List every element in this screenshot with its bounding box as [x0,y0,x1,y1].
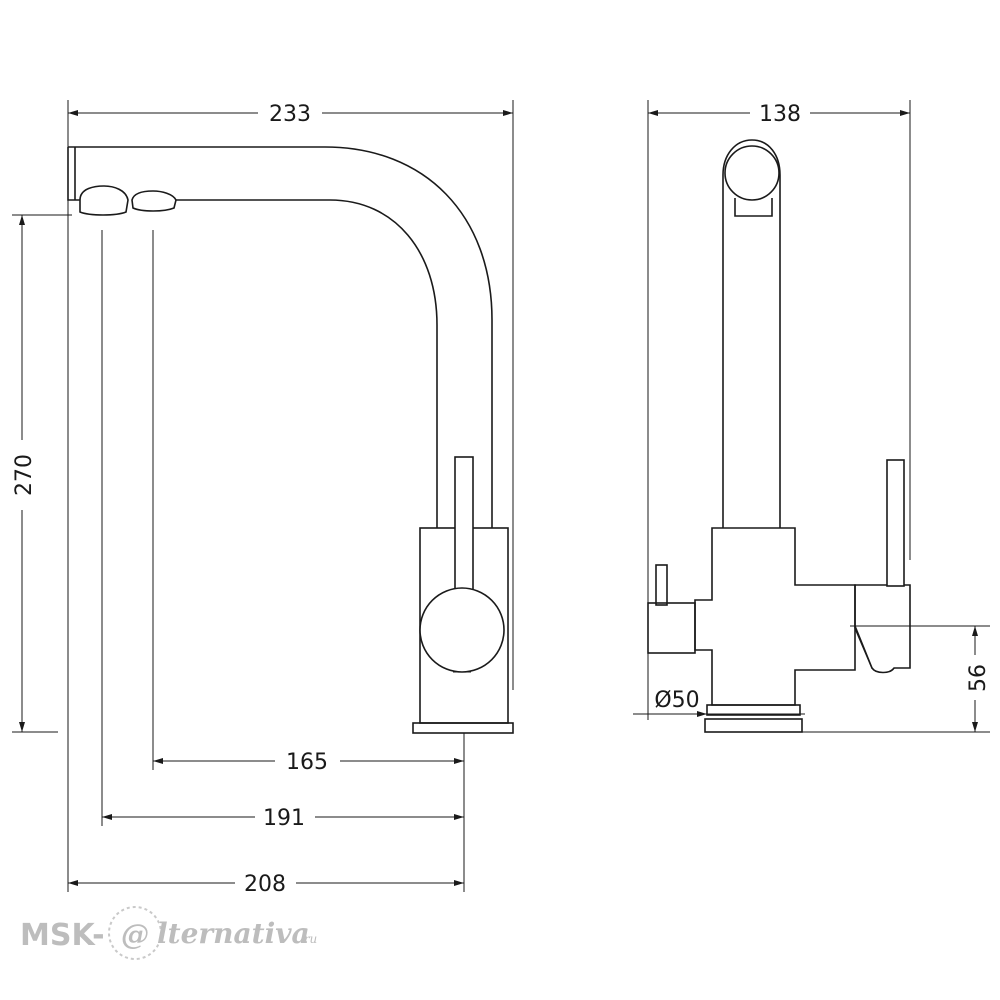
dim-165-label: 165 [286,750,328,775]
dimension-overall-reach: 233 [68,102,513,127]
dimension-191: 191 [102,806,464,831]
side-lever-cap [854,625,895,674]
watermark-domain: .ru [300,932,317,946]
watermark-word: lternativa [157,917,310,950]
side-spout-top [724,145,780,201]
dim-diameter-label: Ø50 [654,688,699,713]
dimension-208: 208 [68,872,464,897]
dimension-height: 270 [12,215,37,732]
side-view [647,139,911,733]
side-spout-tip [734,198,773,217]
side-extension-lines [647,100,990,733]
watermark-prefix: MSK- [20,918,105,953]
side-spout [722,139,781,528]
dimension-side-width: 138 [648,102,910,127]
front-base [412,722,514,734]
dim-138-label: 138 [759,102,801,127]
side-main-lever [886,459,905,587]
front-view [67,146,514,734]
side-base [706,704,801,716]
front-knob [419,587,505,673]
outlet-nozzle-1 [79,185,129,216]
dimension-base-diameter: Ø50 [633,688,805,717]
side-base-plate [704,718,803,733]
dim-208-label: 208 [244,872,286,897]
side-body [694,527,856,706]
dim-233-label: 233 [269,102,311,127]
spout-end [67,147,80,201]
front-extension-lines [12,100,514,892]
dimension-165: 165 [153,750,464,775]
dim-191-label: 191 [263,806,305,831]
dim-270-label: 270 [12,454,37,496]
outlet-nozzle-2 [131,190,177,212]
front-lever [454,456,474,593]
side-filter-valve [647,602,696,654]
dim-56-label: 56 [966,664,991,692]
watermark-at: @ [121,918,149,951]
spout-outline [68,146,493,528]
dimension-lever-height: 56 [966,626,991,732]
side-filter-lever [655,564,668,606]
watermark-logo: MSK- @ lternativa .ru [20,906,317,960]
